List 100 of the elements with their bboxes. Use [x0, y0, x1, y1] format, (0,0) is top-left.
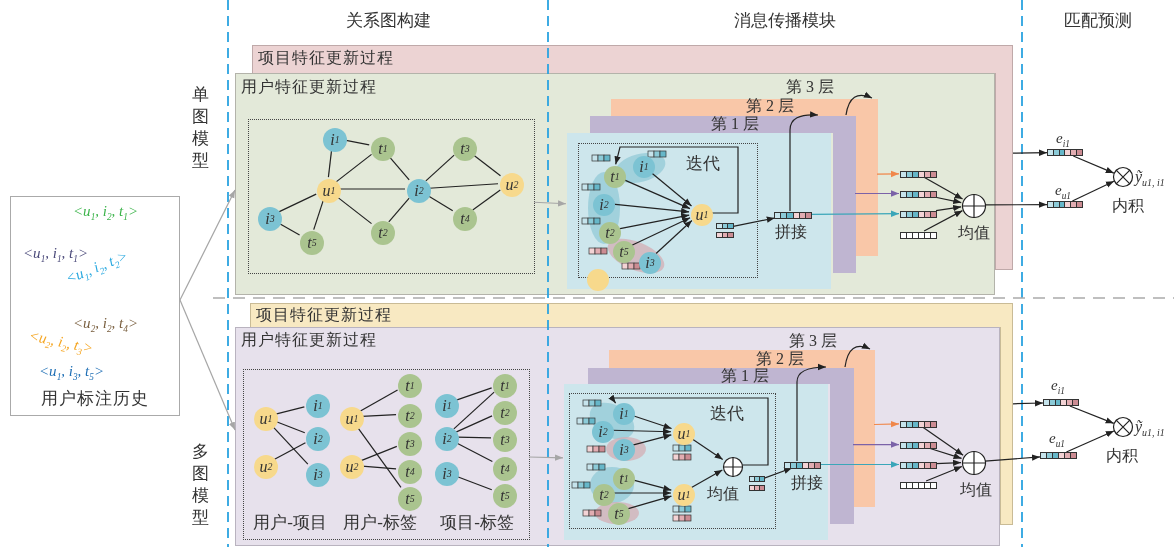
vector-label: e$_{u1}$ [1049, 429, 1065, 449]
panel-heading: 用户特征更新过程 [241, 330, 377, 350]
graph-edge [425, 154, 455, 182]
arrow [844, 343, 871, 368]
model-label: 单图模型 [191, 83, 209, 173]
graph-edge [456, 436, 492, 439]
embedding-vector [900, 171, 937, 178]
graph-edge [361, 414, 397, 417]
graph-edge [428, 183, 499, 189]
arrow [179, 189, 236, 301]
arrow [690, 469, 723, 489]
layer-heading: 第 3 层 [786, 77, 834, 97]
arrow [632, 479, 672, 492]
embedding-vector [900, 442, 937, 449]
arrow [631, 217, 691, 246]
arrow [789, 111, 819, 212]
operation-label: 拼接 [791, 472, 823, 493]
graph-edge [335, 153, 373, 183]
score-label: ỹ$_{u1, i1}$ [1135, 167, 1165, 189]
arrow [612, 203, 690, 215]
edge-label: 迭代 [710, 402, 744, 425]
graph-edge [327, 149, 333, 178]
operation-label: 拼接 [775, 221, 807, 242]
panel-heading: 项目特征更新过程 [258, 48, 394, 68]
arrow [984, 201, 1048, 208]
annotation-tuple: <u$_{1}$, i$_{1}$, t$_{1}$> [23, 245, 89, 264]
arrow [731, 216, 776, 228]
model-label: 多图模型 [191, 440, 209, 530]
arrow [528, 454, 564, 461]
arrow [923, 210, 963, 232]
panel-heading: 项目特征更新过程 [256, 305, 392, 325]
graph-edge [453, 391, 495, 430]
graph-edge [278, 193, 317, 213]
vector-label: e$_{i1}$ [1051, 376, 1065, 396]
operation-label: 均值 [960, 479, 992, 500]
column-heading: 关系图构建 [345, 9, 431, 32]
embedding-vector [900, 232, 937, 239]
vector-label: e$_{i1}$ [1056, 129, 1070, 149]
arrow [614, 146, 739, 214]
arrow [984, 454, 1041, 462]
arrow [1012, 149, 1048, 156]
arrow [608, 394, 769, 466]
graph-edge [273, 442, 307, 460]
graph-edge [344, 139, 370, 146]
layer-heading: 第 2 层 [746, 96, 794, 116]
arrow [1071, 180, 1115, 202]
arrow [626, 495, 673, 510]
embedding-vector [900, 482, 937, 489]
arrow [632, 433, 672, 446]
layer-heading: 第 1 层 [721, 366, 769, 386]
dotted-frame [569, 393, 776, 529]
graph-caption: 用户-项目 [253, 511, 327, 534]
score-label: ỹ$_{u1, i1}$ [1135, 417, 1165, 439]
arrow [810, 210, 900, 217]
graph-edge [360, 445, 398, 462]
annotation-tuple: <u$_{1}$, i$_{3}$, t$_{5}$> [39, 363, 105, 382]
arrow [179, 299, 236, 431]
annotation-tuple: <u$_{1}$, i$_{2}$, t$_{1}$> [73, 203, 139, 222]
layer-heading: 第 2 层 [756, 349, 804, 368]
arrow [1012, 400, 1044, 407]
operation-label: 均值 [707, 483, 739, 504]
arrow [796, 364, 827, 462]
arrow [852, 441, 900, 448]
arrow [928, 447, 963, 460]
arrow [1072, 155, 1115, 174]
column-heading: 消息传播模块 [734, 9, 836, 32]
operation-label: 内积 [1112, 195, 1144, 216]
arrow [819, 461, 900, 468]
graph-edge [356, 426, 402, 488]
arrow [923, 176, 964, 200]
arrow [612, 489, 672, 497]
embedding-vector-pair [716, 223, 734, 238]
graph-edge [338, 188, 406, 190]
section-panel [235, 73, 995, 295]
embedding-vector [900, 191, 937, 198]
dotted-frame [248, 119, 535, 274]
graph-caption: 项目-标签 [440, 511, 514, 534]
arrow [611, 428, 672, 435]
arrow [921, 426, 964, 456]
arrow [533, 200, 567, 207]
graph-edge [455, 387, 493, 401]
graph-edge [472, 189, 501, 211]
arrow [1065, 430, 1115, 453]
graph-edge [271, 425, 309, 465]
column-heading: 匹配预测 [1064, 9, 1132, 32]
panel-heading: 用户特征更新过程 [241, 77, 377, 97]
annotation-tuple: <u$_{2}$, i$_{2}$, t$_{4}$> [73, 315, 139, 334]
graph-edge [275, 406, 305, 415]
arrow [854, 190, 900, 197]
graph-edge [361, 465, 397, 470]
graph-edge [388, 197, 410, 223]
arrow [762, 467, 793, 480]
arrow [1069, 405, 1115, 424]
layer-heading: 第 1 层 [711, 114, 759, 134]
operation-label: 内积 [1106, 445, 1138, 466]
graph-edge [388, 155, 410, 181]
layer-heading: 第 3 层 [789, 331, 837, 351]
arrow [925, 465, 963, 482]
panel-title: 用户标注历史 [41, 388, 149, 410]
arrow [873, 420, 900, 428]
